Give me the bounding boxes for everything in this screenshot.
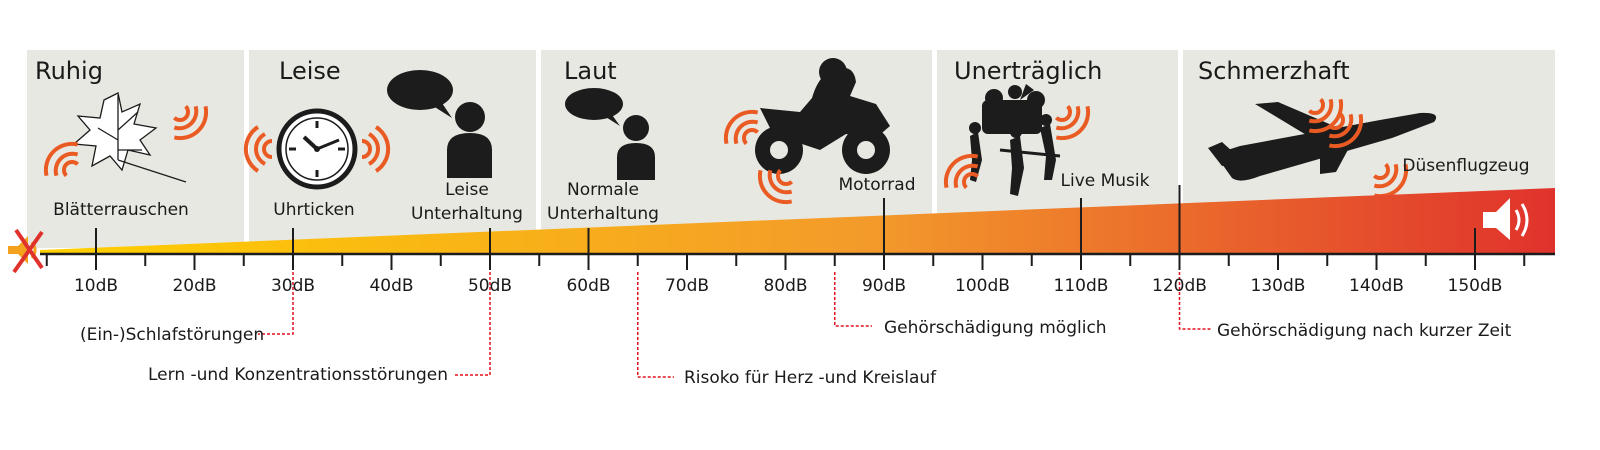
source-label: Leise — [445, 180, 489, 200]
tick-label: 50dB — [468, 276, 512, 296]
source-label: Live Musik — [1061, 171, 1150, 191]
effect-label: Gehörschädigung nach kurzer Zeit — [1217, 321, 1512, 341]
tick-label: 90dB — [862, 276, 906, 296]
category-title: Schmerzhaft — [1198, 57, 1350, 85]
effect-label: Gehörschädigung möglich — [884, 318, 1107, 338]
source-label: Blätterrauschen — [53, 200, 189, 220]
motorcycle-icon — [755, 58, 890, 174]
loud-speaker-icon — [1483, 198, 1529, 240]
category-title: Unerträglich — [954, 57, 1102, 85]
category-title: Leise — [279, 57, 341, 85]
tick-label: 120dB — [1152, 276, 1207, 296]
tick-label: 80dB — [763, 276, 807, 296]
tick-label: 140dB — [1349, 276, 1404, 296]
clock-icon — [276, 108, 358, 190]
effect-leader-line — [1178, 272, 1212, 330]
source-label: Normale — [567, 180, 639, 200]
tick-label: 70dB — [665, 276, 709, 296]
tick-label: 40dB — [369, 276, 413, 296]
effect-leader-line — [637, 272, 674, 378]
source-label: Motorrad — [838, 175, 915, 195]
loudness-scale — [40, 185, 1555, 378]
category-title: Ruhig — [35, 57, 103, 85]
source-label: Uhrticken — [273, 200, 354, 220]
tick-label: 150dB — [1448, 276, 1503, 296]
effect-leader-line — [455, 272, 491, 376]
tick-label: 100dB — [955, 276, 1010, 296]
live-music-icon — [969, 84, 1061, 196]
tick-label: 20dB — [172, 276, 216, 296]
category-title: Laut — [564, 57, 617, 85]
effect-label: Lern -und Konzentrationsstörungen — [148, 365, 448, 385]
quiet-conversation-icon — [387, 70, 492, 178]
tick-label: 60dB — [566, 276, 610, 296]
normal-conversation-icon — [565, 88, 655, 180]
muted-speaker-icon — [8, 228, 44, 274]
tick-label: 110dB — [1054, 276, 1109, 296]
source-label: Düsenflugzeug — [1402, 156, 1529, 176]
source-label: Unterhaltung — [411, 204, 523, 224]
effect-label: Risoko für Herz -und Kreislauf — [684, 368, 937, 388]
tick-label: 30dB — [271, 276, 315, 296]
effect-label: (Ein-)Schlafstörungen — [80, 325, 264, 345]
jet-airplane-icon — [1208, 102, 1437, 181]
effect-leader-line — [258, 272, 294, 335]
source-label: Unterhaltung — [547, 204, 659, 224]
leaf-icon — [72, 92, 187, 183]
effect-leader-line — [834, 272, 872, 327]
tick-label: 10dB — [74, 276, 118, 296]
tick-label: 130dB — [1251, 276, 1306, 296]
loudness-wedge — [40, 188, 1555, 254]
